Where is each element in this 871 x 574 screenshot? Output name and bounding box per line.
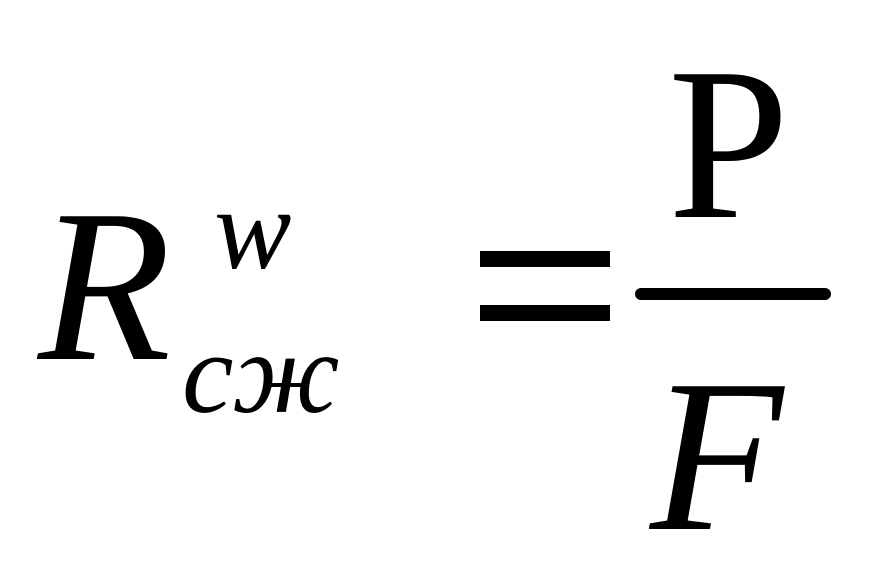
main-symbol: R	[38, 166, 172, 407]
equals-sign-bottom-bar	[480, 305, 610, 321]
equals-sign-top-bar	[480, 251, 610, 267]
fraction-line	[635, 288, 831, 300]
subscript: сж	[182, 310, 340, 438]
numerator: P	[668, 24, 790, 265]
superscript: w	[214, 166, 292, 294]
denominator: F	[650, 336, 784, 574]
